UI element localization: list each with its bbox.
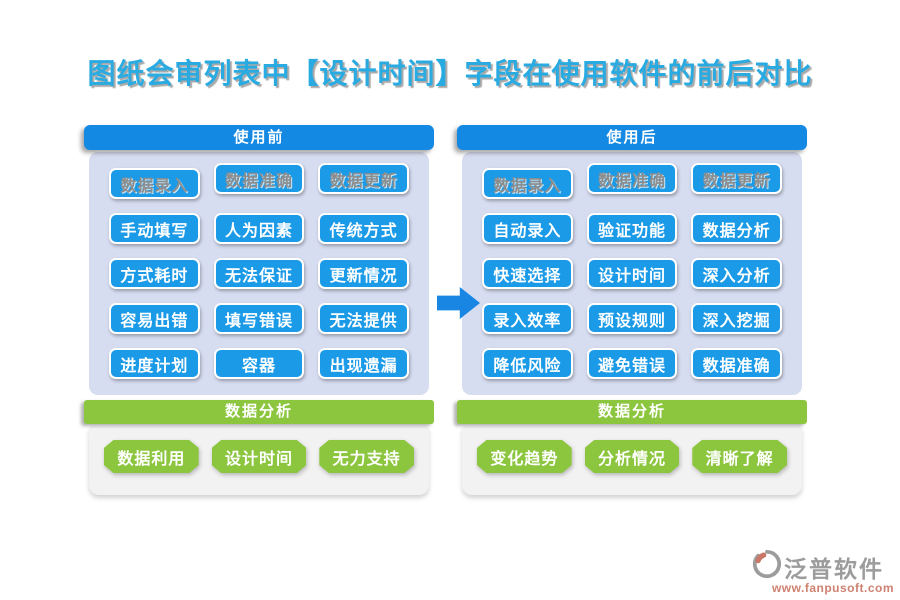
feature-button[interactable]: 设计时间 [586,258,678,289]
feature-button[interactable]: 录入效率 [482,303,573,334]
analysis-button[interactable]: 无力支持 [319,440,414,473]
feature-button[interactable]: 深入分析 [691,258,782,289]
feature-button[interactable]: 更新情况 [318,258,409,289]
feature-button[interactable]: 手动填写 [109,213,200,244]
panel-after-analysis-header: 数据分析 [457,400,807,424]
feature-button[interactable]: 验证功能 [586,213,678,244]
feature-button[interactable]: 数据录入 [109,168,200,199]
feature-button[interactable]: 方式耗时 [109,258,200,289]
feature-button[interactable]: 数据准确 [691,348,782,379]
feature-button[interactable]: 人为因素 [213,213,305,244]
panel-after-analysis-body: 变化趋势 分析情况 清晰了解 [462,426,802,495]
page-title: 图纸会审列表中【设计时间】字段在使用软件的前后对比 [87,58,813,89]
brand-name: 泛普软件 [784,555,884,582]
panel-before-analysis-body: 数据利用 设计时间 无力支持 [89,426,429,495]
feature-button[interactable]: 快速选择 [482,258,573,289]
panel-before: 使用前 数据录入 数据准确 数据更新 手动填写 人为因素 传统方式 方式耗时 无… [84,125,434,495]
feature-button[interactable]: 自动录入 [482,213,573,244]
feature-button[interactable]: 传统方式 [318,213,409,244]
panel-after-header: 使用后 [457,125,807,150]
feature-button[interactable]: 容易出错 [109,303,200,334]
feature-button[interactable]: 预设规则 [586,303,678,334]
feature-button[interactable]: 无法保证 [213,258,305,289]
green-button-wrap: 清晰了解 [692,440,787,473]
analysis-button[interactable]: 变化趋势 [477,440,572,473]
brand-url: www.fanpusoft.com [771,581,894,595]
feature-button[interactable]: 降低风险 [482,348,573,379]
green-button-wrap: 数据利用 [104,440,199,473]
feature-button[interactable]: 数据准确 [586,163,678,194]
feature-button[interactable]: 数据准确 [213,163,305,194]
feature-button[interactable]: 容器 [213,348,305,379]
analysis-button[interactable]: 清晰了解 [692,440,787,473]
feature-button[interactable]: 深入挖掘 [691,303,782,334]
feature-button[interactable]: 进度计划 [109,348,200,379]
panel-before-header: 使用前 [84,125,434,150]
feature-button[interactable]: 出现遗漏 [318,348,409,379]
green-button-wrap: 无力支持 [319,440,414,473]
fanpu-logo-icon [752,549,782,584]
feature-button[interactable]: 数据更新 [691,163,782,194]
green-button-wrap: 变化趋势 [477,440,572,473]
feature-button[interactable]: 数据分析 [691,213,782,244]
feature-button[interactable]: 填写错误 [213,303,305,334]
panel-before-body: 数据录入 数据准确 数据更新 手动填写 人为因素 传统方式 方式耗时 无法保证 … [89,152,429,395]
analysis-button[interactable]: 数据利用 [104,440,199,473]
feature-button[interactable]: 避免错误 [586,348,678,379]
feature-button[interactable]: 数据更新 [318,163,409,194]
panel-after: 使用后 数据录入 数据准确 数据更新 自动录入 验证功能 数据分析 快速选择 设… [457,125,807,495]
feature-button[interactable]: 无法提供 [318,303,409,334]
brand-watermark: 泛普软件 www.fanpusoft.com [752,549,894,595]
panel-before-analysis-header: 数据分析 [84,400,434,424]
analysis-button[interactable]: 分析情况 [584,440,680,473]
analysis-button[interactable]: 设计时间 [211,440,307,473]
green-button-wrap: 设计时间 [211,440,307,473]
green-button-wrap: 分析情况 [584,440,680,473]
feature-button[interactable]: 数据录入 [482,168,573,199]
panel-after-body: 数据录入 数据准确 数据更新 自动录入 验证功能 数据分析 快速选择 设计时间 … [462,152,802,395]
